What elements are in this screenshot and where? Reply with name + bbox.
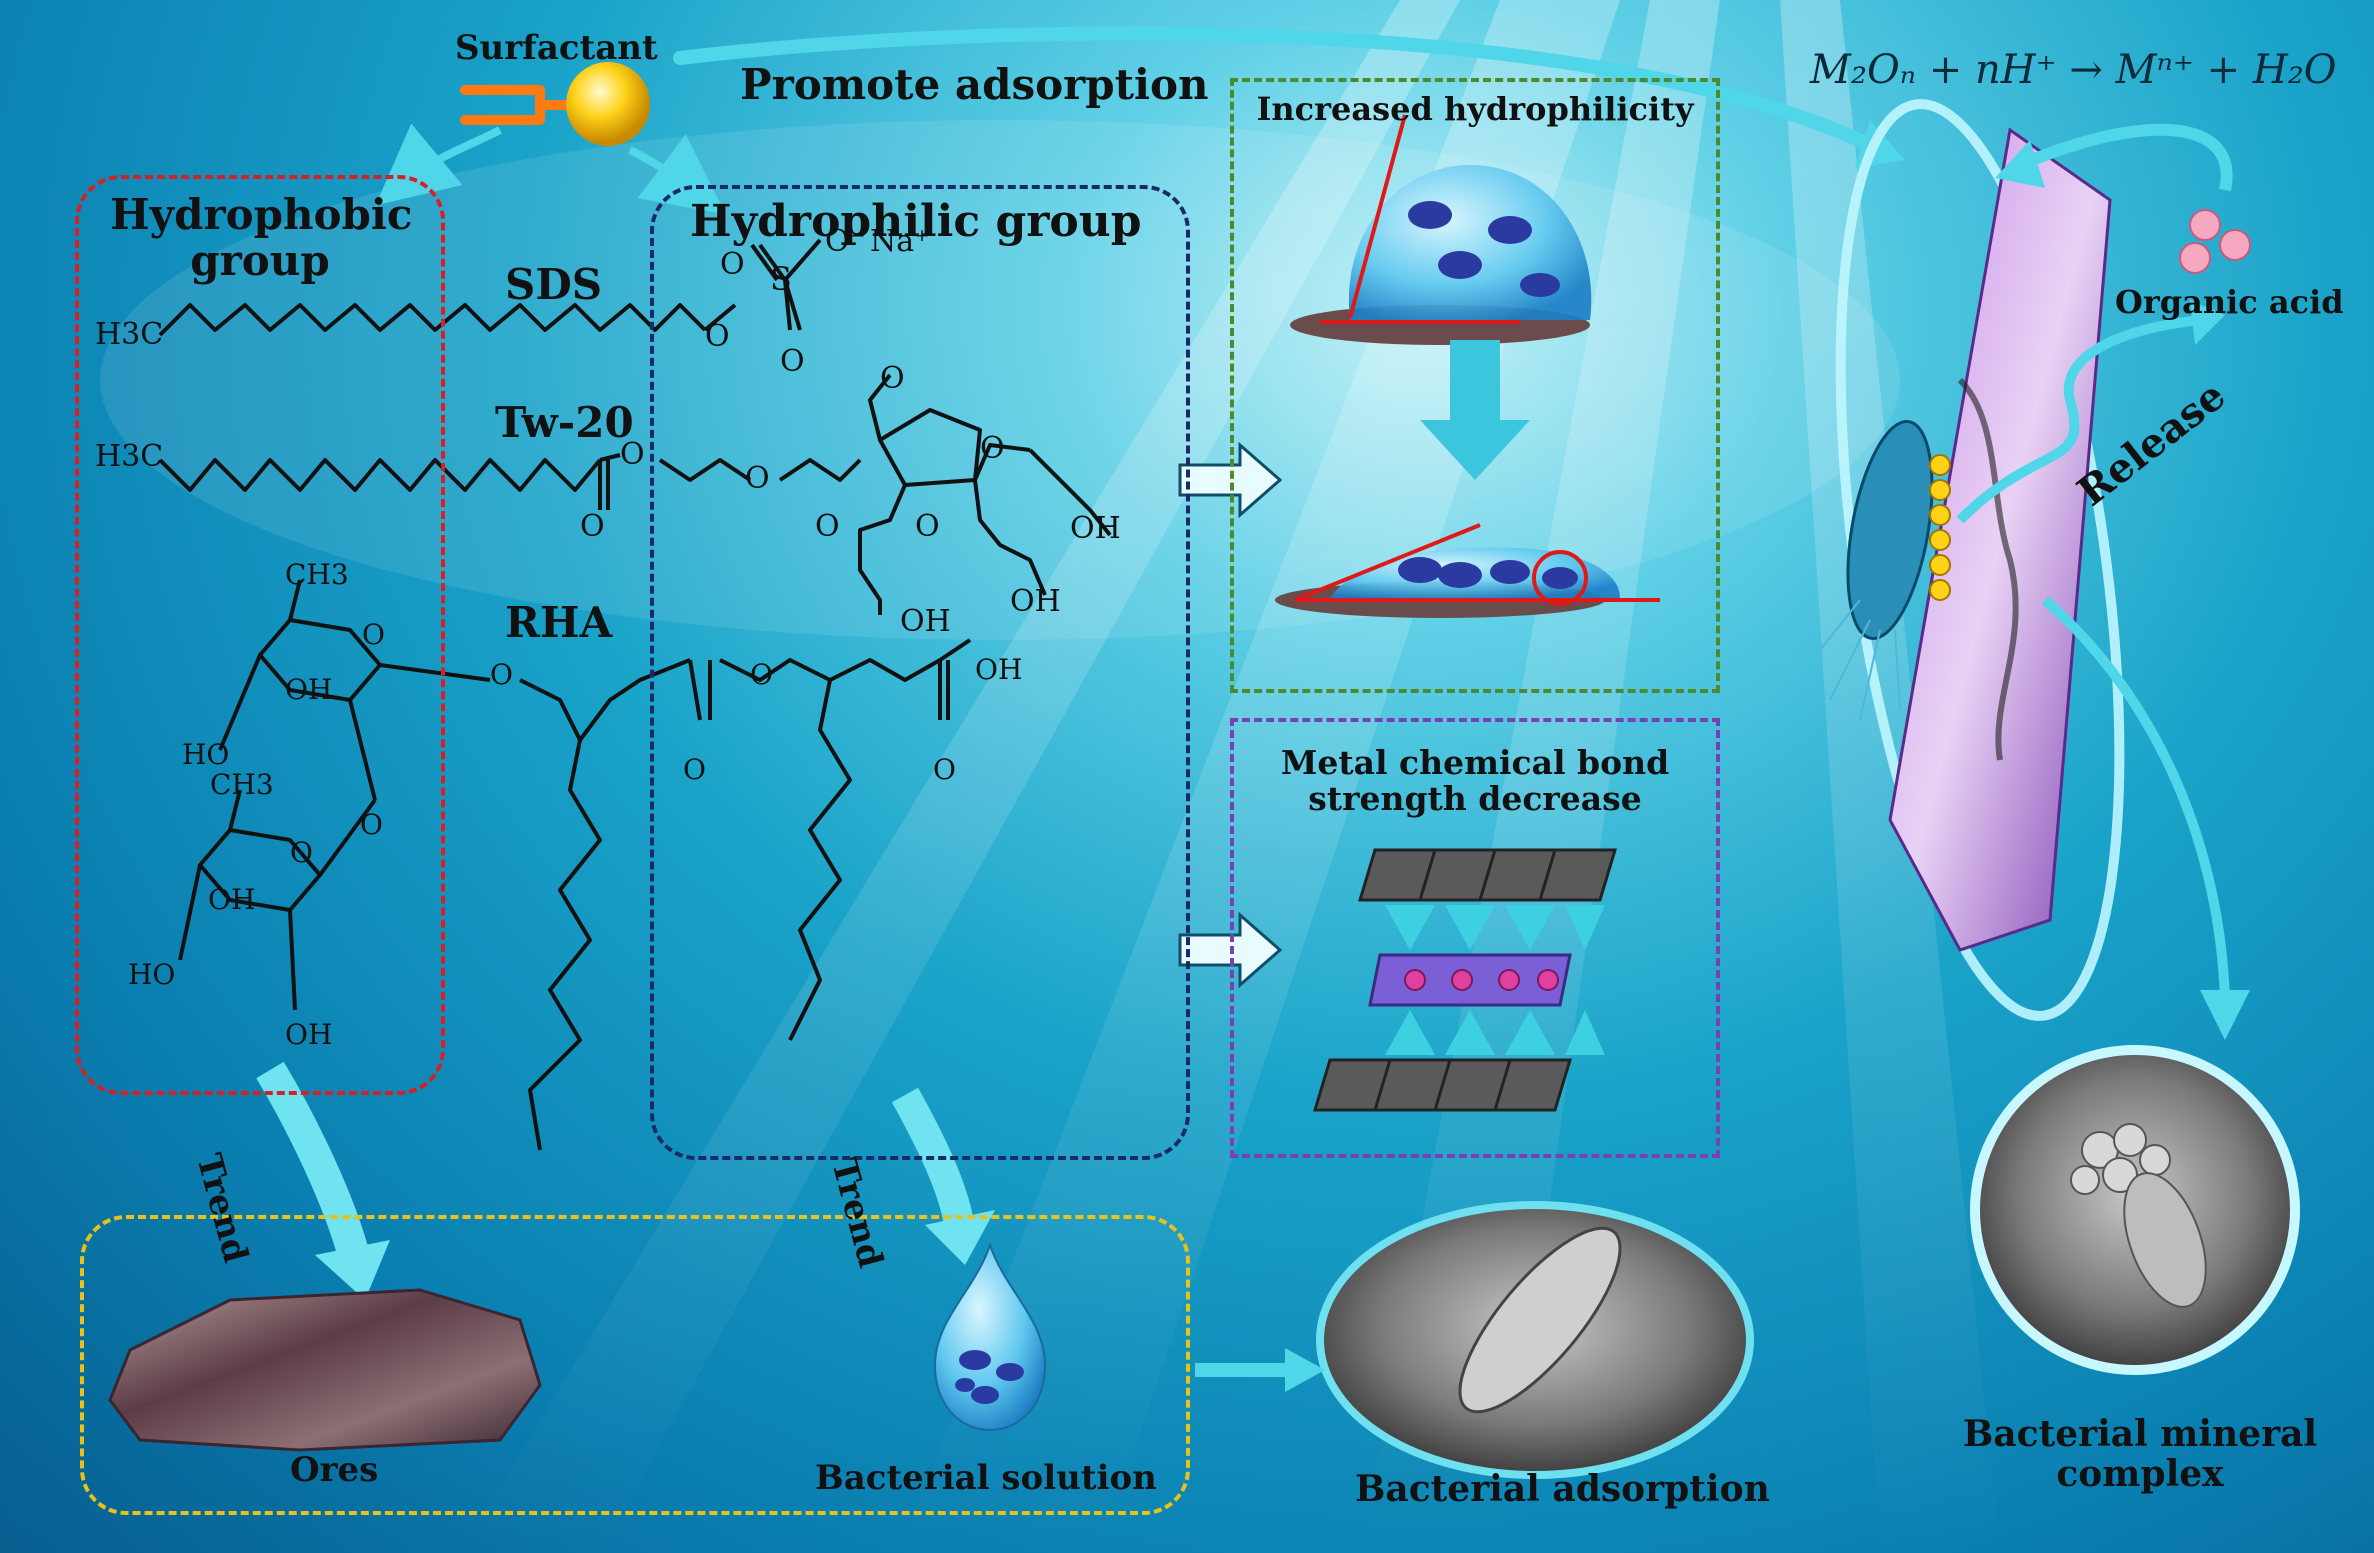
oxygen-rha-ring-1: O [362,618,385,651]
bacterial-solution-label: Bacterial solution [815,1458,1157,1498]
oxygen-ring-3: O [815,509,840,544]
droplet-on-ore-bottom [1275,523,1660,618]
oxygen-rha-link: O [490,658,513,691]
promote-adsorption-label: Promote adsorption [740,60,1209,109]
o-minus-atom: O⁻ [825,224,866,259]
increased-hydrophilicity-label: Increased hydrophilicity [1256,90,1694,128]
trend-arrowhead-right [925,1210,995,1265]
rha-tail-1 [528,739,602,1151]
hydrophilic-group-label: Hydrophilic group [690,196,1142,247]
down-arrow-hydrophilicity [1420,340,1530,480]
tw20-chain [158,458,602,492]
rha-tail-2 [788,679,852,1041]
curved-arrow-to-equation [673,26,1887,157]
h3c-tw20: H3C [95,439,164,474]
oxygen-ring-4: O [915,509,940,544]
oh-rha-1: OH [285,673,333,706]
release-arrow [1956,315,2201,524]
arrowhead-adsorption [1285,1348,1325,1392]
oh-rha-acid: OH [975,653,1023,686]
droplet-on-ore-top [1290,114,1592,345]
rha-label: RHA [505,598,613,647]
light-rays [460,0,2000,1553]
h3c-sds: H3C [95,317,164,352]
ore-image [108,1288,542,1452]
trend-arrowhead-left [315,1240,390,1300]
arrowhead-release [2190,300,2225,345]
surfactant-icon [460,62,650,146]
oxygen-rha-ring-2: O [290,836,313,869]
tw20-label: Tw-20 [495,398,634,447]
ch3-rha-1: CH3 [285,558,349,591]
hydrophobic-group-box [75,175,445,1095]
bottom-box [80,1215,1190,1515]
mineral-crystal [1888,127,2112,952]
arrow-to-complex [2041,596,2230,1001]
oh-rha-3: OH [285,1018,333,1051]
oxygen-sds-3: O [705,319,730,354]
oh-rha-2: OH [208,883,256,916]
ho-rha-1: HO [182,738,230,771]
hydrophilic-group-box [650,185,1190,1160]
oh-tw20-1: OH [1070,511,1121,546]
droplet-bacteria [955,1350,1024,1404]
arrowhead-acid [1995,140,2045,188]
bacterium-on-crystal [1819,377,2019,761]
arrowhead-complex [2200,990,2250,1040]
oxygen-sds-2: O [780,344,805,379]
surfactant-label: Surfactant [455,28,658,68]
oxygen-sds-1: O [720,247,745,282]
ch3-rha-2: CH3 [210,768,274,801]
oh-tw20-3: OH [1010,584,1061,619]
oxygen-tw20-ether: O [745,461,770,496]
ores-label: Ores [290,1450,379,1490]
sem-bacterium [1458,1226,1622,1414]
metal-lattice [1312,848,1618,1112]
sulfur-atom: S [770,260,792,298]
oxygen-rha-c1: O [683,753,706,786]
arrow-acid-to-crystal [2017,123,2233,192]
sds-label: SDS [505,260,603,309]
oxygen-rha-c2: O [933,753,956,786]
na-plus-atom: Na⁺ [870,224,930,259]
hydrophobic-group-label: Hydrophobic group [110,190,413,286]
metal-bond-label: Metal chemical bond strength decrease [1280,743,1670,819]
oxygen-rha-ester: O [750,658,773,691]
oxygen-ring: O [880,361,905,396]
sem-complex-particles [2070,1123,2207,1308]
sds-chain [158,303,707,337]
oxygen-ring-2: O [980,431,1005,466]
increased-hydrophilicity-box [1230,78,1720,693]
bacterial-mineral-complex-label: Bacterial mineral complex [1962,1413,2318,1495]
organic-acid-label: Organic acid [2115,283,2344,321]
oxygen-tw20-carbonyl: O [580,509,605,544]
ho-rha-2: HO [128,958,176,991]
oxygen-rha-glyco: O [360,808,383,841]
oxygen-tw20-ester: O [620,437,645,472]
oh-tw20-2: OH [900,604,951,639]
metal-bond-box [1230,718,1720,1158]
equation-label: M₂Oₙ + nH⁺ → Mⁿ⁺ + H₂O [1810,47,2337,93]
bacterial-adsorption-label: Bacterial adsorption [1355,1468,1770,1510]
trend-arrow-left [256,1061,371,1265]
organic-acid-icon [2179,209,2251,274]
